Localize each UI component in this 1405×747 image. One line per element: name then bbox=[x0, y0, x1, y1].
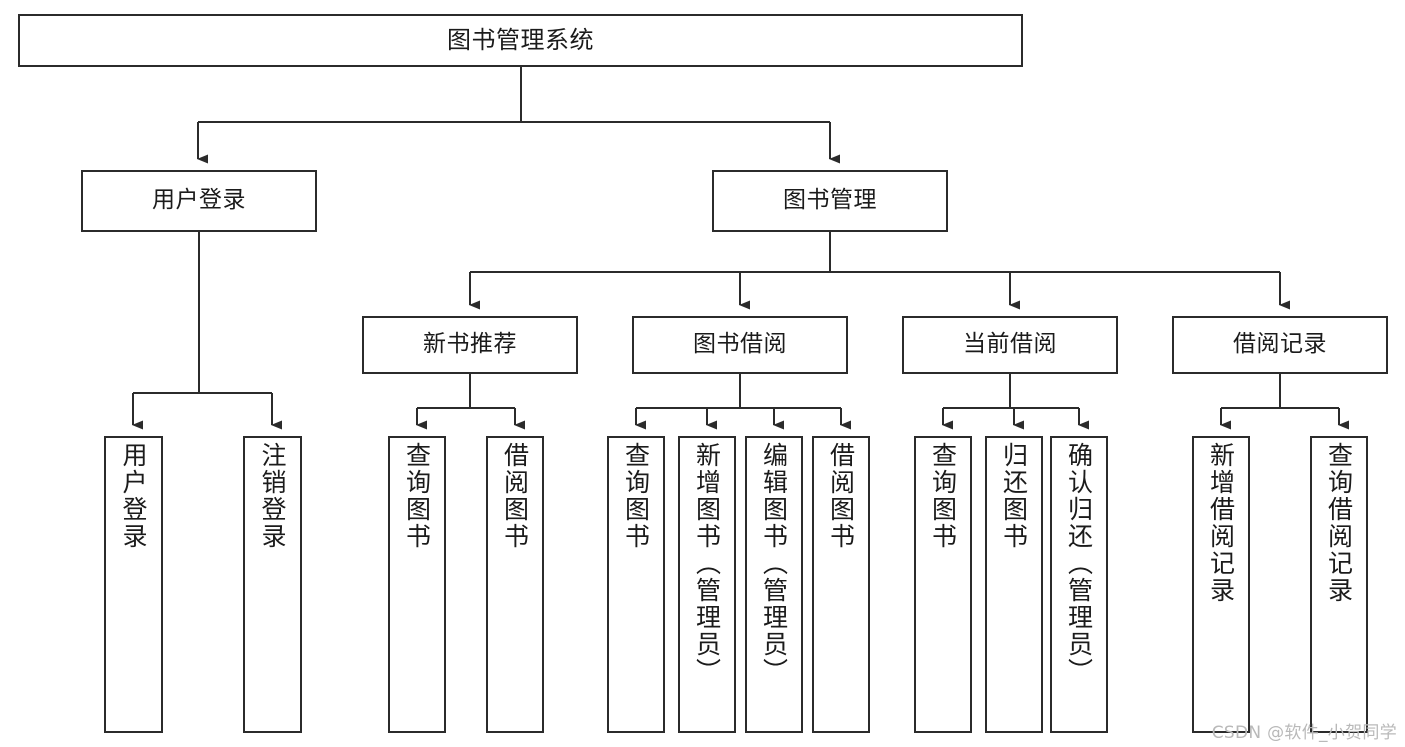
node-leaf-confirm-return[interactable]: 确认归还（管理员） bbox=[1050, 436, 1108, 733]
node-label-leaf-borrow-book-rec: 借阅图书 bbox=[500, 442, 530, 550]
node-leaf-query-book-current[interactable]: 查询图书 bbox=[914, 436, 972, 733]
node-label-book-borrow: 图书借阅 bbox=[693, 331, 787, 358]
connector-group bbox=[131, 67, 1349, 430]
watermark-text: CSDN @软件_小贺同学 bbox=[1211, 723, 1397, 743]
node-label-leaf-edit-book: 编辑图书（管理员） bbox=[759, 442, 789, 685]
node-borrow-record[interactable]: 借阅记录 bbox=[1172, 316, 1388, 374]
node-label-book-manage: 图书管理 bbox=[783, 187, 877, 214]
node-leaf-borrow-book[interactable]: 借阅图书 bbox=[812, 436, 870, 733]
node-current-borrow[interactable]: 当前借阅 bbox=[902, 316, 1118, 374]
node-leaf-user-login[interactable]: 用户登录 bbox=[104, 436, 163, 733]
node-leaf-borrow-book-rec[interactable]: 借阅图书 bbox=[486, 436, 544, 733]
node-user-login[interactable]: 用户登录 bbox=[81, 170, 317, 232]
node-root[interactable]: 图书管理系统 bbox=[18, 14, 1023, 67]
node-label-leaf-return-book: 归还图书 bbox=[999, 442, 1029, 550]
node-label-leaf-add-record: 新增借阅记录 bbox=[1206, 442, 1236, 604]
node-leaf-query-book-borrow[interactable]: 查询图书 bbox=[607, 436, 665, 733]
node-leaf-query-record[interactable]: 查询借阅记录 bbox=[1310, 436, 1368, 733]
node-label-leaf-borrow-book: 借阅图书 bbox=[826, 442, 856, 550]
node-leaf-edit-book[interactable]: 编辑图书（管理员） bbox=[745, 436, 803, 733]
node-label-user-login: 用户登录 bbox=[152, 187, 246, 214]
node-leaf-add-book[interactable]: 新增图书（管理员） bbox=[678, 436, 736, 733]
node-label-leaf-confirm-return: 确认归还（管理员） bbox=[1064, 442, 1094, 685]
node-book-borrow[interactable]: 图书借阅 bbox=[632, 316, 848, 374]
node-label-leaf-query-book-rec: 查询图书 bbox=[402, 442, 432, 550]
node-label-leaf-query-record: 查询借阅记录 bbox=[1324, 442, 1354, 604]
node-label-leaf-query-book-current: 查询图书 bbox=[928, 442, 958, 550]
node-leaf-add-record[interactable]: 新增借阅记录 bbox=[1192, 436, 1250, 733]
node-label-leaf-user-login: 用户登录 bbox=[119, 442, 148, 550]
node-label-leaf-add-book: 新增图书（管理员） bbox=[692, 442, 722, 685]
node-new-book-rec[interactable]: 新书推荐 bbox=[362, 316, 578, 374]
node-label-leaf-query-book-borrow: 查询图书 bbox=[621, 442, 651, 550]
node-book-manage[interactable]: 图书管理 bbox=[712, 170, 948, 232]
node-label-leaf-logout: 注销登录 bbox=[258, 442, 287, 550]
node-label-root: 图书管理系统 bbox=[447, 26, 594, 55]
node-leaf-return-book[interactable]: 归还图书 bbox=[985, 436, 1043, 733]
node-label-current-borrow: 当前借阅 bbox=[963, 331, 1057, 358]
node-leaf-logout[interactable]: 注销登录 bbox=[243, 436, 302, 733]
node-label-borrow-record: 借阅记录 bbox=[1233, 331, 1327, 358]
node-label-new-book-rec: 新书推荐 bbox=[423, 331, 517, 358]
node-leaf-query-book-rec[interactable]: 查询图书 bbox=[388, 436, 446, 733]
